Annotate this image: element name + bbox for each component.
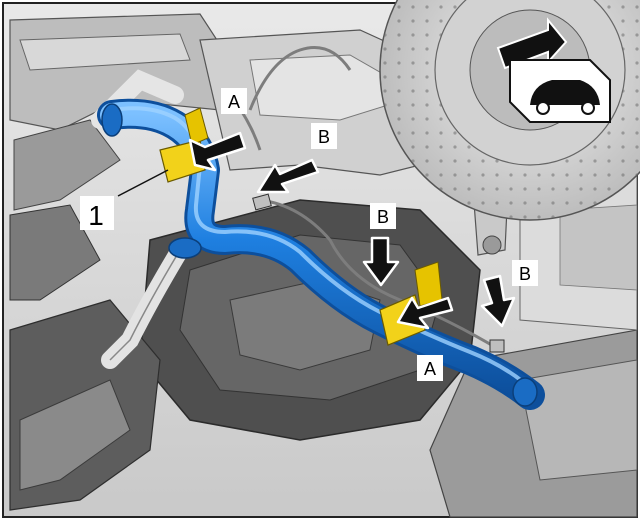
arrow-a-lower — [396, 296, 454, 330]
label-b-right-text: B — [519, 264, 531, 284]
label-a-lower: A — [417, 355, 443, 381]
label-a-upper-text: A — [228, 92, 240, 112]
label-a-upper: A — [221, 88, 247, 114]
arrow-b-upper — [256, 158, 320, 194]
vehicle-front-direction-icon — [496, 17, 611, 123]
coolant-hose — [97, 98, 545, 410]
item-1-leader-line — [117, 169, 169, 197]
label-b-middle-text: B — [377, 207, 389, 227]
hose-clips — [252, 193, 505, 353]
label-item-1-text: 1 — [88, 200, 104, 231]
label-b-right: B — [512, 260, 538, 286]
arrow-b-middle — [362, 236, 400, 287]
label-item-1: 1 — [80, 196, 114, 231]
arrow-a-upper — [188, 131, 247, 172]
label-b-upper: B — [311, 123, 337, 149]
label-a-lower-text: A — [424, 359, 436, 379]
label-b-middle: B — [370, 203, 396, 229]
arrow-b-right — [480, 274, 516, 328]
label-b-upper-text: B — [318, 127, 330, 147]
